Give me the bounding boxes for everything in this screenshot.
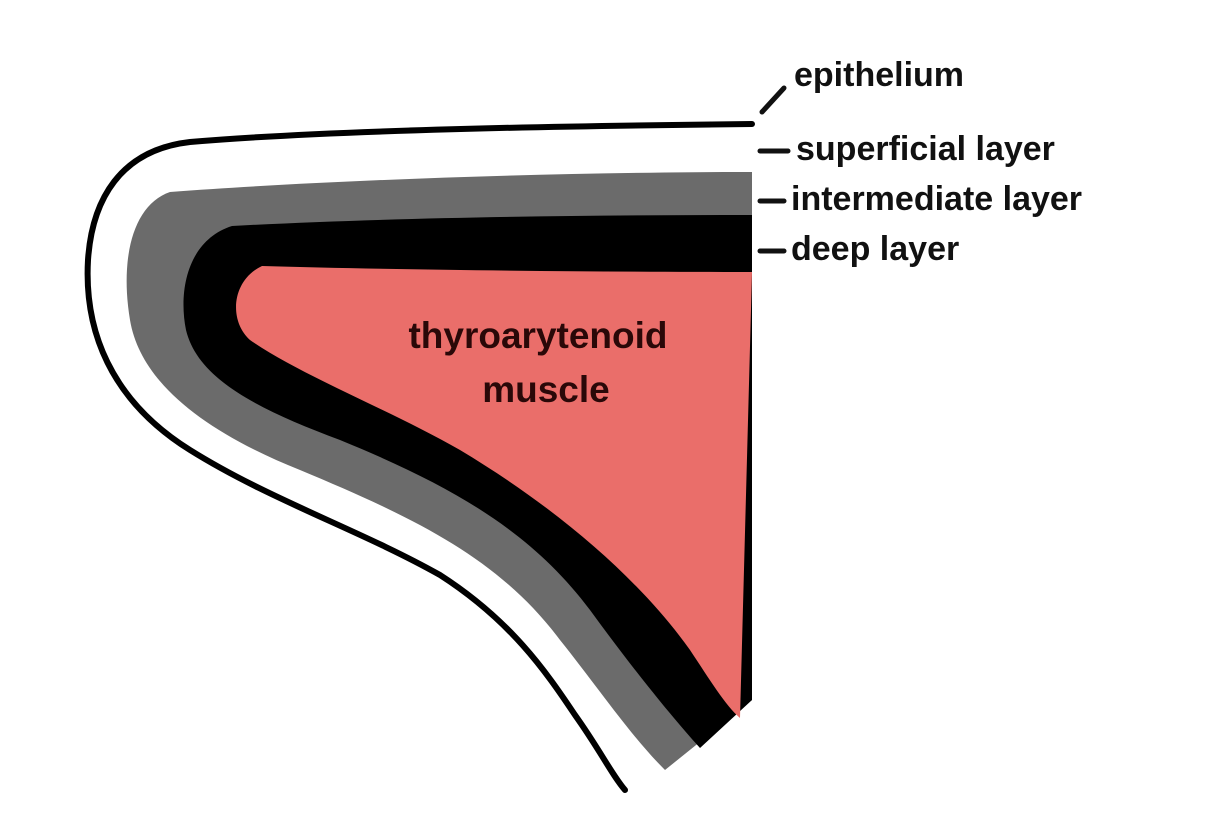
- epithelium-label: epithelium: [794, 56, 964, 94]
- intermediate-layer-label: intermediate layer: [791, 180, 1082, 218]
- deep-layer-label: deep layer: [791, 230, 959, 268]
- superficial-layer-label: superficial layer: [796, 130, 1055, 168]
- epithelium-outline: [84, 121, 755, 793]
- muscle-label-line1: thyroarytenoid: [408, 315, 667, 356]
- muscle-label-line2: muscle: [482, 369, 610, 410]
- thyroarytenoid-muscle-region: [236, 266, 753, 718]
- epithelium-leader-line: [759, 85, 787, 115]
